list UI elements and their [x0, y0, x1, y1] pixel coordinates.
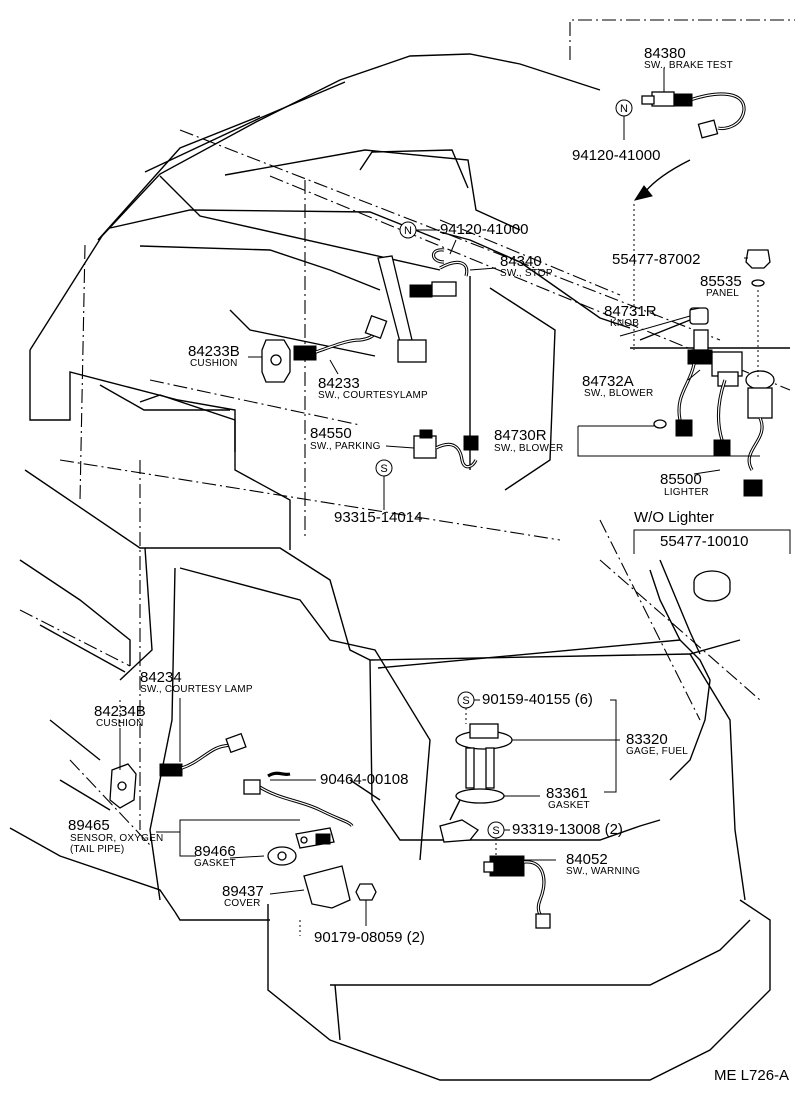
symbol-s-parking: S [375, 459, 393, 477]
figure-code: ME L726-A [714, 1067, 789, 1084]
svg-text:S: S [492, 825, 499, 837]
svg-text:S: S [462, 695, 469, 707]
sensor-cover-part [303, 865, 351, 909]
leader-lines [119, 68, 760, 926]
label-warning-screw: 93319-13008 (2) [512, 821, 623, 838]
label-clip: 90464-00108 [320, 771, 408, 788]
label-lighter-name: LIGHTER [664, 487, 709, 498]
label-stop-number: 84340 [500, 253, 542, 270]
label-brake-test-name: SW., BRAKE TEST [644, 60, 733, 71]
direction-arrow [644, 159, 691, 193]
label-cushion-b-name: CUSHION [190, 358, 238, 369]
label-oxygen-name: SENSOR, OXYGEN [70, 833, 163, 844]
label-cover-number: 89437 [222, 883, 264, 900]
symbol-s-warning: S [487, 821, 505, 839]
vehicle-body [9, 53, 790, 1081]
label-cover-nut: 90179-08059 (2) [314, 929, 425, 946]
cover-nut-part [355, 883, 377, 901]
label-brake-test-screw: 94120-41000 [572, 147, 660, 164]
warning-switch-part [483, 855, 551, 929]
symbol-s-gage: S [457, 691, 475, 709]
label-gage-gasket-number: 83361 [546, 785, 588, 802]
wo-lighter-plug-part [693, 570, 731, 602]
label-wo-lighter: W/O Lighter [634, 509, 714, 526]
symbol-n-brake-test: N [615, 99, 633, 117]
label-parking-number: 84550 [310, 425, 352, 442]
panel-plug-part [745, 249, 771, 287]
label-lighter-number: 85500 [660, 471, 702, 488]
label-rear-courtesy-number: 84234 [140, 669, 182, 686]
label-oxygen-note: (TAIL PIPE) [70, 844, 124, 855]
label-warning-number: 84052 [566, 851, 608, 868]
svg-text:N: N [620, 103, 628, 115]
rear-courtesy-switch-part [109, 732, 247, 809]
label-rear-cushion-number: 84234B [94, 703, 146, 720]
label-sensor-gasket-name: GASKET [194, 858, 236, 869]
lighter-part [743, 370, 775, 497]
label-warning-name: SW., WARNING [566, 866, 640, 877]
parking-switch-part [413, 429, 479, 469]
label-stop-name: SW., STOP [500, 268, 553, 279]
label-blower-a-name: SW., BLOWER [584, 388, 653, 399]
symbol-n-stop: N [399, 221, 417, 239]
label-wo-lighter-plug: 55477-10010 [660, 533, 748, 550]
label-rear-courtesy-name: SW., COURTESY LAMP [140, 684, 253, 695]
label-knob-number: 84731R [604, 303, 657, 320]
brake-test-switch-part [641, 91, 746, 139]
label-blower-r-number: 84730R [494, 427, 547, 444]
labels: 84380 SW., BRAKE TEST 94120-41000 55477-… [68, 45, 789, 1084]
label-stop-screw: 94120-41000 [440, 221, 528, 238]
label-gage-gasket-name: GASKET [548, 800, 590, 811]
label-fuel-gage-number: 83320 [626, 731, 668, 748]
fuel-gage-part [439, 723, 513, 843]
label-knob-name: KNOB [610, 318, 639, 329]
label-gage-screw: 90159-40155 (6) [482, 691, 593, 708]
label-courtesy-name: SW., COURTESYLAMP [318, 390, 428, 401]
label-oxygen-number: 89465 [68, 817, 110, 834]
label-cover-name: COVER [224, 898, 261, 909]
blower-switch-part [653, 307, 743, 457]
svg-text:S: S [380, 463, 387, 475]
label-cushion-b-number: 84233B [188, 343, 240, 360]
direction-arrowhead [633, 185, 653, 201]
label-parking-name: SW., PARKING [310, 441, 381, 452]
label-rear-cushion-name: CUSHION [96, 718, 144, 729]
oxygen-sensor-part [243, 771, 354, 849]
label-panel-number: 85535 [700, 273, 742, 290]
stop-switch-part [377, 248, 469, 363]
label-panel-plug: 55477-87002 [612, 251, 700, 268]
svg-text:N: N [404, 225, 412, 237]
label-brake-test-number: 84380 [644, 45, 686, 62]
label-blower-r-name: SW., BLOWER [494, 443, 563, 454]
wo-lighter-bracket [633, 529, 791, 554]
label-panel-name: PANEL [706, 288, 739, 299]
label-sensor-gasket-number: 89466 [194, 843, 236, 860]
label-courtesy-number: 84233 [318, 375, 360, 392]
courtesy-switch-part [261, 314, 388, 383]
dotted-guides [119, 204, 759, 936]
label-blower-a-number: 84732A [582, 373, 634, 390]
label-parking-screw: 93315-14014 [334, 509, 422, 526]
label-fuel-gage-name: GAGE, FUEL [626, 746, 688, 757]
